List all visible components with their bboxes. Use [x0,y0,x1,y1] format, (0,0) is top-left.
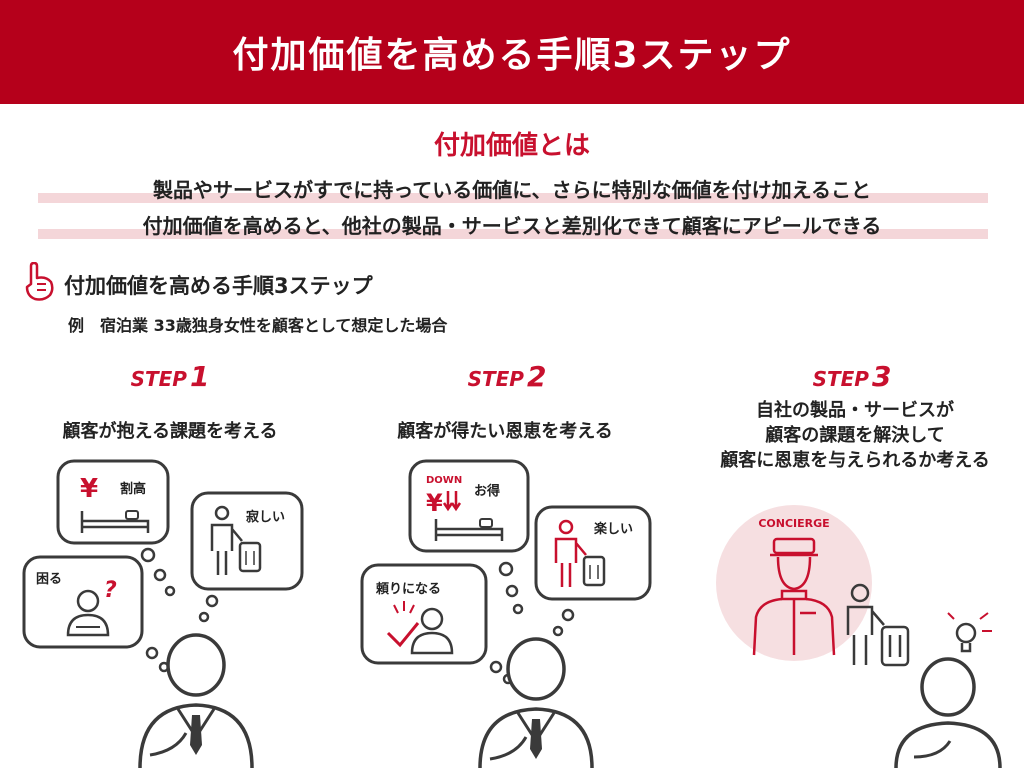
traveler-with-suitcase-icon [210,505,262,575]
definition-line-1: 製品やサービスがすでに持っている価値に、さらに特別な価値を付け加えること [153,178,871,202]
step-1-illustration: ¥ 割高 寂しい 困る ? [22,459,304,768]
concierge-label: CONCIERGE [758,517,829,530]
relieved-person-icon [386,601,454,655]
reliable-bubble: 頼りになる [360,563,488,665]
trouble-bubble: 困る ? [22,555,144,649]
down-label: DOWN [426,475,462,486]
step-number: 1 [189,360,210,393]
concierge-icon [752,537,836,656]
step-1-description: 顧客が抱える課題を考える [62,421,278,442]
fun-bubble: 楽しい [534,505,652,601]
step-3-description-line: 自社の製品・サービスが [756,400,954,421]
header-banner [0,0,1024,104]
deal-bubble: DOWN ¥ お得 [408,459,530,553]
bed-icon [434,518,504,541]
step-3-illustration: CONCIERGE [716,505,1002,768]
step-word: STEP [812,367,869,391]
step-number: 2 [526,360,547,393]
step-number: 3 [871,360,892,393]
bed-icon [80,510,150,533]
step-2-illustration: DOWN ¥ お得 楽しい 頼りになる [360,459,652,768]
lonely-bubble: 寂しい [190,491,304,591]
step-word: STEP [130,367,187,391]
deal-label: お得 [474,483,500,499]
down-arrow-icon [442,491,462,512]
yen-icon: ¥ [426,489,443,517]
thinking-person-icon [138,633,254,768]
step-word: STEP [467,367,524,391]
thought-dots [140,547,219,673]
pointing-hand-icon [25,262,54,301]
thinking-person-icon [894,657,1002,768]
traveler-with-suitcase-icon [554,519,606,587]
step-2-description: 顧客が得たい恩恵を考える [397,421,613,442]
lonely-label: 寂しい [246,509,285,525]
step-3-description-line: 顧客の課題を解決して [765,425,945,446]
yen-icon: ¥ [80,474,98,504]
steps-heading: 付加価値を高める手順3ステップ [64,274,373,298]
thinking-person-icon [478,637,594,768]
reliable-label: 頼りになる [375,581,441,597]
expensive-label: 割高 [120,481,146,497]
highlight-bar [38,229,988,239]
definition-line-2: 付加価値を高めると、他社の製品・サービスと差別化できて顧客にアピールできる [142,214,882,238]
lightbulb-icon [947,612,992,653]
highlight-bar [38,193,988,203]
traveler-with-suitcase-icon [846,583,910,667]
step-3-description-line: 顧客に恩恵を与えられるか考える [720,450,990,471]
definition-title: 付加価値とは [433,131,590,161]
fun-label: 楽しい [593,521,633,537]
steps-example: 例 宿泊業 33歳独身女性を顧客として想定した場合 [68,316,448,335]
step-3-description: 自社の製品・サービスが 顧客の課題を解決して 顧客に恩恵を与えられるか考える [690,398,1020,473]
confused-person-icon [66,589,110,637]
question-mark-icon: ? [104,578,117,603]
page-title: 付加価値を高める手順3ステップ [232,35,792,76]
trouble-label: 困る [36,572,62,587]
expensive-bubble: ¥ 割高 [56,459,170,545]
